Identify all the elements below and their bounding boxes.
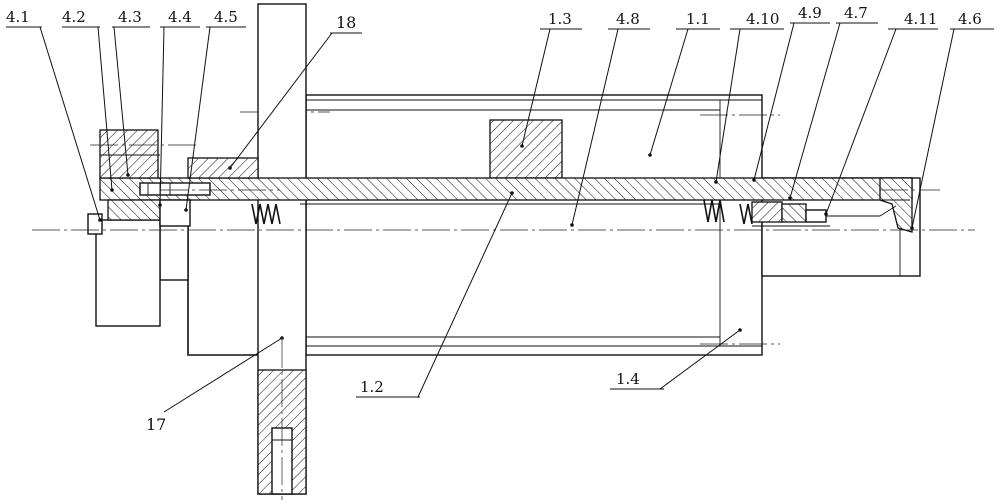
vertical-plate (258, 4, 306, 500)
svg-text:4.10: 4.10 (746, 10, 779, 28)
label-4-1: 4.1 (6, 8, 102, 222)
svg-text:1.1: 1.1 (686, 10, 710, 28)
label-4-9: 4.9 (752, 4, 830, 182)
label-4-6: 4.6 (910, 10, 994, 230)
svg-text:1.4: 1.4 (616, 370, 640, 388)
svg-text:4.7: 4.7 (844, 4, 868, 22)
svg-text:4.6: 4.6 (958, 10, 982, 28)
svg-text:4.8: 4.8 (616, 10, 640, 28)
svg-text:4.11: 4.11 (904, 10, 937, 28)
svg-text:1.3: 1.3 (548, 10, 572, 28)
svg-text:18: 18 (336, 13, 356, 32)
svg-text:4.4: 4.4 (168, 8, 192, 26)
svg-text:4.2: 4.2 (62, 8, 86, 26)
label-4-7: 4.7 (788, 4, 878, 200)
svg-text:4.1: 4.1 (6, 8, 30, 26)
svg-text:4.9: 4.9 (798, 4, 822, 22)
svg-text:1.2: 1.2 (360, 378, 384, 396)
svg-text:4.3: 4.3 (118, 8, 142, 26)
svg-text:4.5: 4.5 (214, 8, 238, 26)
svg-text:17: 17 (146, 415, 166, 434)
